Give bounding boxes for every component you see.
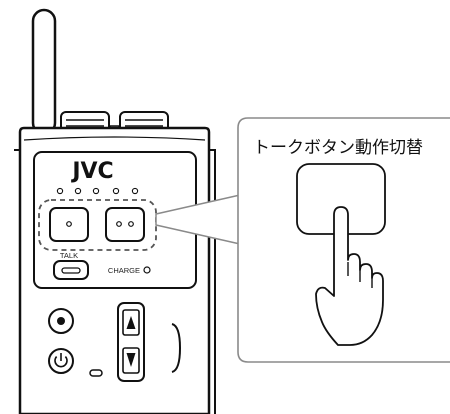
volume-down-button[interactable] xyxy=(122,347,140,374)
talk-button-2[interactable] xyxy=(105,207,145,242)
talk-button-1[interactable] xyxy=(49,207,89,242)
antenna xyxy=(31,8,57,136)
headset-jack-button[interactable] xyxy=(48,308,74,334)
talk-buttons-highlight xyxy=(38,199,157,251)
led-indicator xyxy=(74,187,82,195)
pressing-hand-icon xyxy=(315,206,384,346)
arrow-up-icon xyxy=(126,316,136,329)
talk-label: TALK xyxy=(60,251,78,260)
side-button xyxy=(171,323,182,373)
brand-logo: JVC xyxy=(70,159,113,184)
power-button[interactable] xyxy=(48,348,74,374)
callout-box: トークボタン動作切替 xyxy=(237,117,450,363)
charge-indicator: CHARGE xyxy=(108,266,151,275)
arrow-down-icon xyxy=(126,353,136,367)
led-indicator xyxy=(112,187,120,195)
led-indicator xyxy=(56,187,64,195)
power-icon xyxy=(54,356,68,368)
callout-connector xyxy=(155,194,241,245)
charge-label: CHARGE xyxy=(108,266,140,275)
talk-button[interactable]: TALK xyxy=(53,251,89,280)
led-indicator xyxy=(131,187,139,195)
callout-title: トークボタン動作切替 xyxy=(253,138,423,158)
microphone-slot xyxy=(89,369,103,377)
volume-buttons xyxy=(117,302,145,382)
volume-up-button[interactable] xyxy=(122,309,140,336)
led-indicator xyxy=(92,187,100,195)
led-indicators xyxy=(56,187,139,195)
